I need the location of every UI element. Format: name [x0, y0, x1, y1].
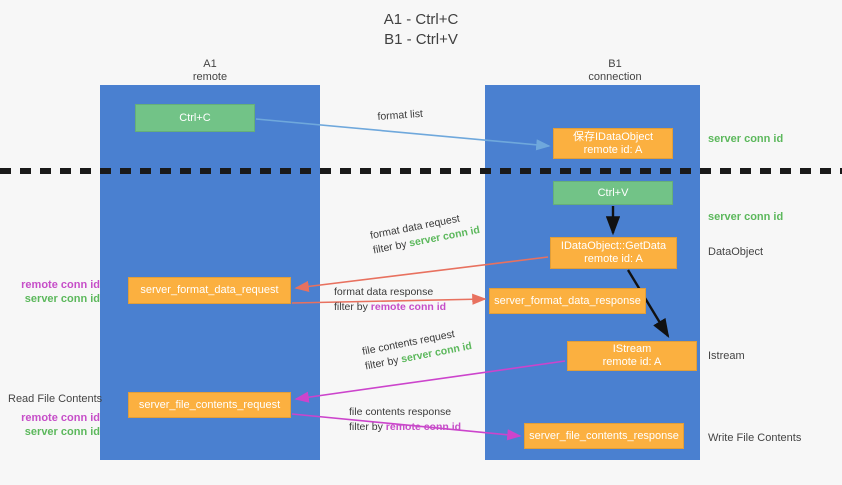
- node-server-format-data-response[interactable]: server_format_data_response: [489, 288, 646, 314]
- page-title: A1 - Ctrl+C B1 - Ctrl+V: [383, 11, 459, 48]
- node-save-idataobject-title: 保存IDataObject: [572, 130, 654, 143]
- label-istream: Istream: [708, 350, 745, 362]
- node-ctrl-c[interactable]: Ctrl+C: [135, 104, 255, 132]
- node-server-file-contents-response[interactable]: server_file_contents_response: [524, 423, 684, 449]
- edge-fdres-filter-prefix: filter by: [334, 301, 371, 313]
- node-server-format-data-request-label: server_format_data_request: [140, 284, 279, 296]
- node-getdata-remote-id: remote id: A: [584, 253, 643, 265]
- edge-fdres-title: format data response: [334, 286, 434, 298]
- label-server-conn-id-lower: server conn id: [24, 426, 100, 438]
- label-server-conn-id-upper: server conn id: [24, 293, 100, 305]
- edge-label-format-data-response: format data response filter by remote co…: [334, 285, 446, 315]
- label-dataobject: DataObject: [708, 246, 764, 258]
- node-server-format-data-response-label: server_format_data_response: [494, 294, 641, 307]
- node-server-file-contents-request[interactable]: server_file_contents_request: [128, 392, 291, 418]
- node-idataobject-getdata[interactable]: IDataObject::GetData remote id: A: [550, 237, 677, 269]
- edge-fcres-filter-value: remote conn id: [385, 421, 462, 433]
- label-conn-ids-lower: remote conn id server conn id: [8, 411, 100, 439]
- lane-b-name: B1: [608, 58, 622, 70]
- edge-fcres-title: file contents response: [349, 406, 452, 418]
- lane-header-a1: A1 remote: [130, 58, 290, 84]
- node-istream-title: IStream: [612, 343, 652, 355]
- label-read-file-contents: Read File Contents: [8, 393, 103, 405]
- node-server-file-contents-response-label: server_file_contents_response: [529, 429, 679, 442]
- lane-a-name: A1: [203, 58, 217, 70]
- label-write-file-contents: Write File Contents: [708, 432, 802, 444]
- node-istream-remote-id: remote id: A: [602, 356, 662, 368]
- lane-a-role: remote: [192, 71, 228, 83]
- edge-label-format-list: format list: [377, 107, 423, 125]
- edge-fcres-filter: filter by remote conn id: [349, 420, 461, 435]
- section-divider-dashed: [0, 168, 842, 174]
- node-save-idataobject[interactable]: 保存IDataObject remote id: A: [553, 128, 673, 159]
- label-remote-conn-id-upper: remote conn id: [21, 279, 100, 291]
- node-getdata-title: IDataObject::GetData: [560, 240, 667, 252]
- label-remote-conn-id-lower: remote conn id: [21, 412, 100, 424]
- edge-label-format-data-request: format data request filter by server con…: [369, 208, 481, 258]
- lane-header-b1: B1 connection: [520, 58, 710, 84]
- label-server-conn-id-mid: server conn id: [708, 211, 784, 223]
- lane-b-role: connection: [588, 71, 642, 83]
- node-ctrl-v[interactable]: Ctrl+V: [553, 181, 673, 205]
- label-conn-ids-upper: remote conn id server conn id: [8, 278, 100, 306]
- edge-label-file-contents-response: file contents response filter by remote …: [349, 405, 461, 435]
- node-ctrl-c-label: Ctrl+C: [179, 111, 211, 124]
- edge-fcres-filter-prefix: filter by: [349, 421, 386, 433]
- label-server-conn-id-top: server conn id: [708, 133, 784, 145]
- node-server-file-contents-request-label: server_file_contents_request: [138, 398, 281, 411]
- edge-fdres-filter-value: remote conn id: [370, 301, 447, 313]
- node-server-format-data-request[interactable]: server_format_data_request: [128, 277, 291, 304]
- node-ctrl-v-label: Ctrl+V: [597, 186, 629, 199]
- edge-fdres-filter: filter by remote conn id: [334, 300, 446, 315]
- node-istream[interactable]: IStream remote id: A: [567, 341, 697, 371]
- node-save-idataobject-remote-id: remote id: A: [583, 143, 643, 156]
- edge-label-file-contents-request: file contents request filter by server c…: [361, 324, 473, 374]
- edge-label-format-list-text: format list: [377, 107, 424, 123]
